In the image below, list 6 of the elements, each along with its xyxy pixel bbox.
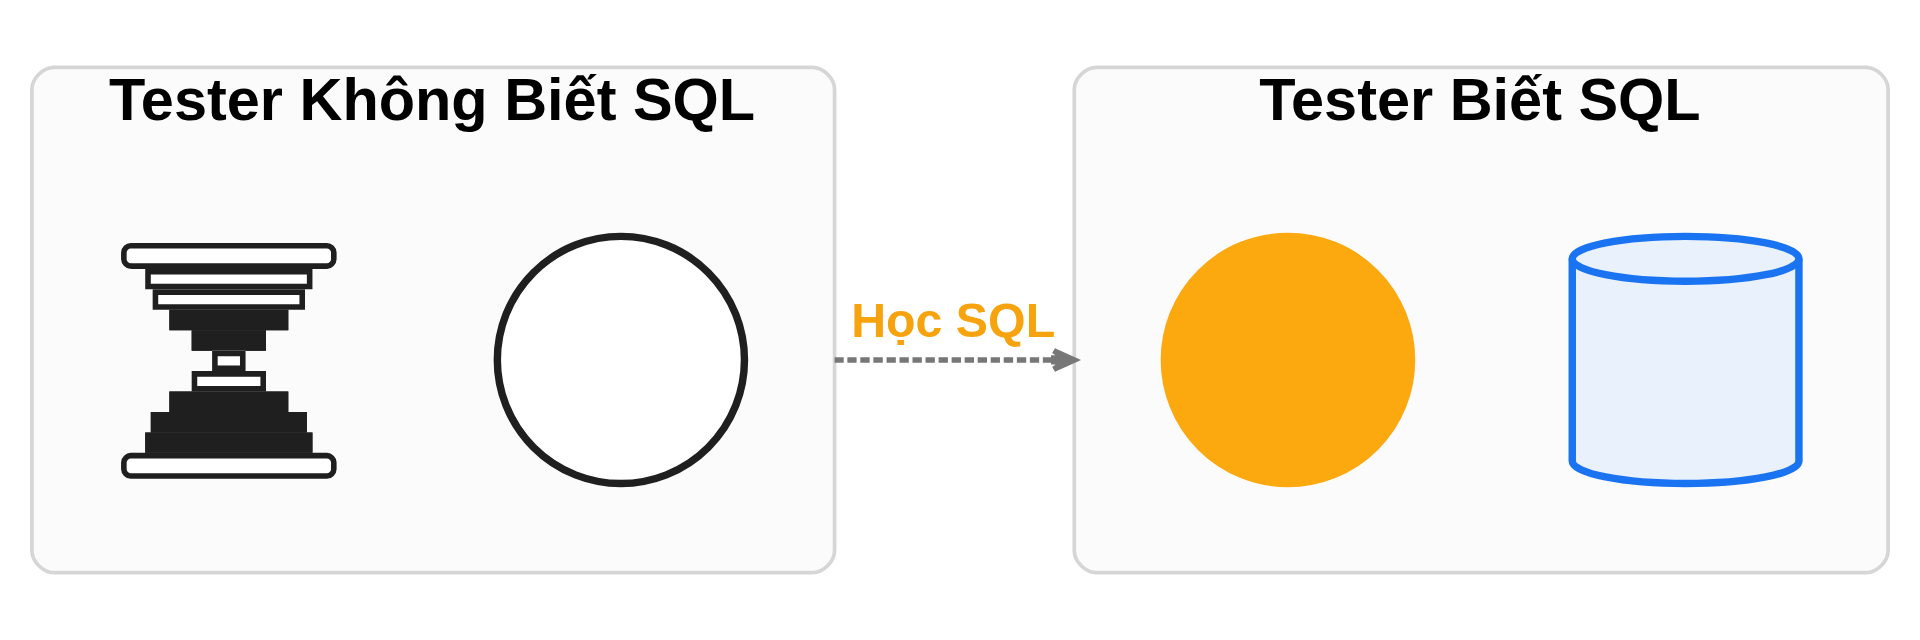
arrow [834, 347, 1078, 372]
node-circle [1160, 232, 1416, 488]
cluster: Tester Không Biết SQL [30, 65, 837, 575]
edge-label: Học SQL [851, 293, 1056, 348]
cluster: Tester Biết SQL [1072, 65, 1890, 575]
node-circle [493, 232, 749, 488]
